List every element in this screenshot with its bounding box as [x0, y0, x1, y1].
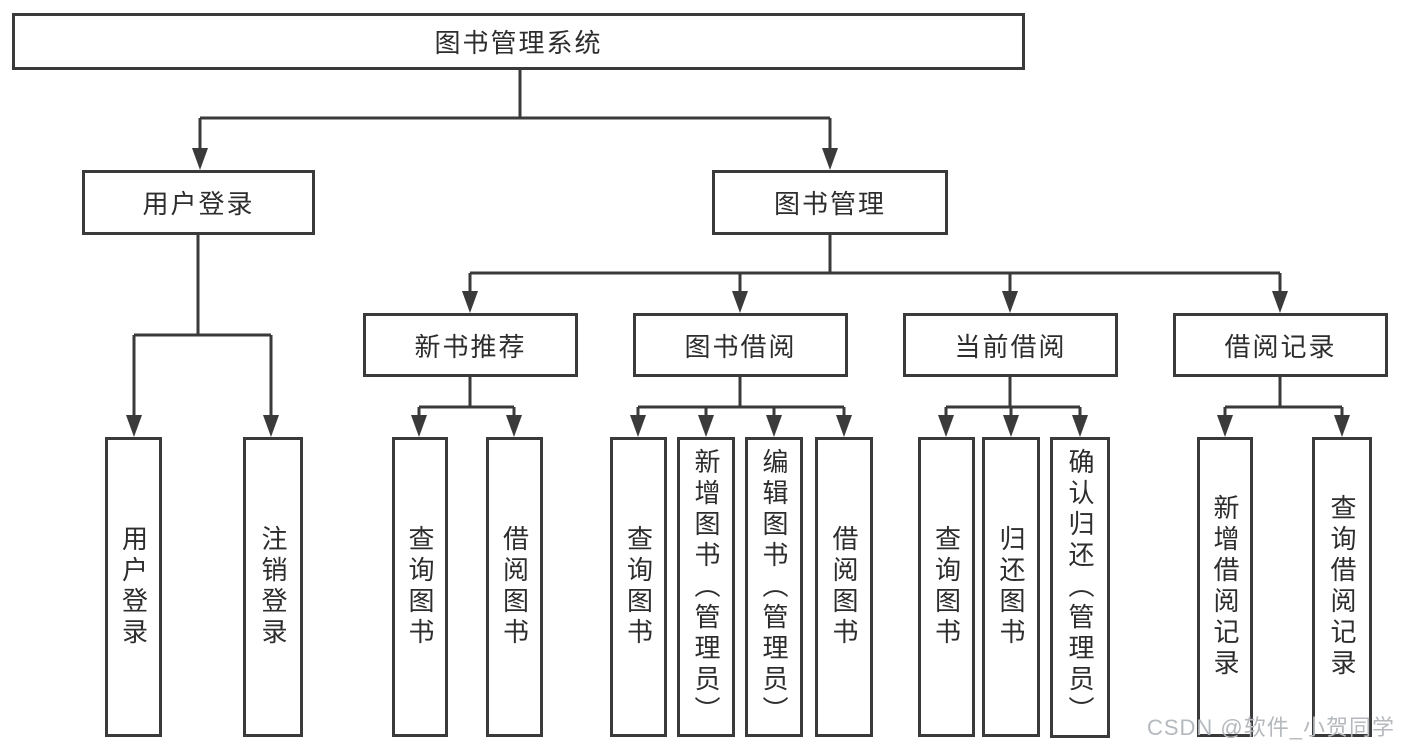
arrowhead-down-icon — [411, 415, 427, 437]
node-label: 借阅记录 — [1224, 331, 1337, 362]
node-leaf-borrow-query: 查询图书 — [610, 437, 667, 737]
arrowhead-down-icon — [263, 415, 279, 437]
node-current-borrow: 当前借阅 — [903, 313, 1118, 377]
node-label: 查询图书 — [931, 525, 962, 649]
node-borrow-records: 借阅记录 — [1173, 313, 1388, 377]
node-label: 查询借阅记录 — [1327, 494, 1357, 680]
arrowheads — [126, 148, 1350, 437]
node-leaf-records-add: 新增借阅记录 — [1197, 437, 1253, 737]
arrowhead-down-icon — [1217, 415, 1233, 437]
node-root: 图书管理系统 — [12, 13, 1025, 70]
arrowhead-down-icon — [698, 415, 714, 437]
arrowhead-down-icon — [630, 415, 646, 437]
node-label: 新增图书（管理员） — [691, 447, 721, 727]
node-leaf-borrow-borrow: 借阅图书 — [815, 437, 873, 737]
node-label: 新书推荐 — [414, 331, 527, 362]
node-label: 注销登录 — [258, 525, 288, 649]
node-leaf-borrow-edit: 编辑图书（管理员） — [745, 437, 803, 737]
arrowhead-down-icon — [836, 415, 852, 437]
arrowhead-down-icon — [938, 415, 954, 437]
node-label: 图书借阅 — [684, 331, 797, 362]
arrowhead-down-icon — [1334, 415, 1350, 437]
node-leaf-current-query: 查询图书 — [918, 437, 975, 737]
arrowhead-down-icon — [1072, 415, 1088, 437]
arrowhead-down-icon — [126, 415, 142, 437]
arrowhead-down-icon — [1272, 291, 1288, 313]
arrowhead-down-icon — [732, 291, 748, 313]
node-label: 用户登录 — [118, 525, 149, 649]
node-label: 查询图书 — [405, 525, 435, 649]
node-label: 归还图书 — [996, 525, 1026, 649]
arrowhead-down-icon — [822, 148, 838, 170]
node-leaf-records-query: 查询借阅记录 — [1312, 437, 1372, 737]
node-leaf-newbook-query: 查询图书 — [392, 437, 448, 737]
node-label: 编辑图书（管理员） — [759, 447, 789, 727]
node-label: 图书管理系统 — [434, 28, 603, 58]
node-label: 用户登录 — [142, 189, 255, 219]
node-label: 当前借阅 — [954, 331, 1067, 362]
arrowhead-down-icon — [462, 291, 478, 313]
node-label: 借阅图书 — [499, 525, 530, 649]
node-leaf-logout: 注销登录 — [243, 437, 303, 737]
node-label: 借阅图书 — [829, 525, 859, 649]
arrowhead-down-icon — [1002, 291, 1018, 313]
node-book-mgmt: 图书管理 — [712, 170, 948, 235]
arrowhead-down-icon — [192, 148, 208, 170]
node-leaf-user-login: 用户登录 — [105, 437, 162, 737]
watermark: CSDN @软件_小贺同学 — [1146, 715, 1395, 740]
node-leaf-borrow-add: 新增图书（管理员） — [677, 437, 735, 737]
arrowhead-down-icon — [766, 415, 782, 437]
node-new-books: 新书推荐 — [363, 313, 578, 377]
node-label: 查询图书 — [623, 525, 654, 649]
node-user-login: 用户登录 — [82, 170, 315, 235]
node-label: 确认归还（管理员） — [1065, 448, 1095, 727]
node-label: 图书管理 — [773, 189, 886, 219]
arrowhead-down-icon — [1003, 415, 1019, 437]
node-leaf-current-return: 归还图书 — [982, 437, 1040, 737]
node-leaf-current-confirm: 确认归还（管理员） — [1050, 437, 1110, 738]
arrowhead-down-icon — [506, 415, 522, 437]
node-book-borrow: 图书借阅 — [633, 313, 848, 377]
node-leaf-newbook-borrow: 借阅图书 — [486, 437, 543, 737]
node-label: 新增借阅记录 — [1210, 494, 1240, 680]
